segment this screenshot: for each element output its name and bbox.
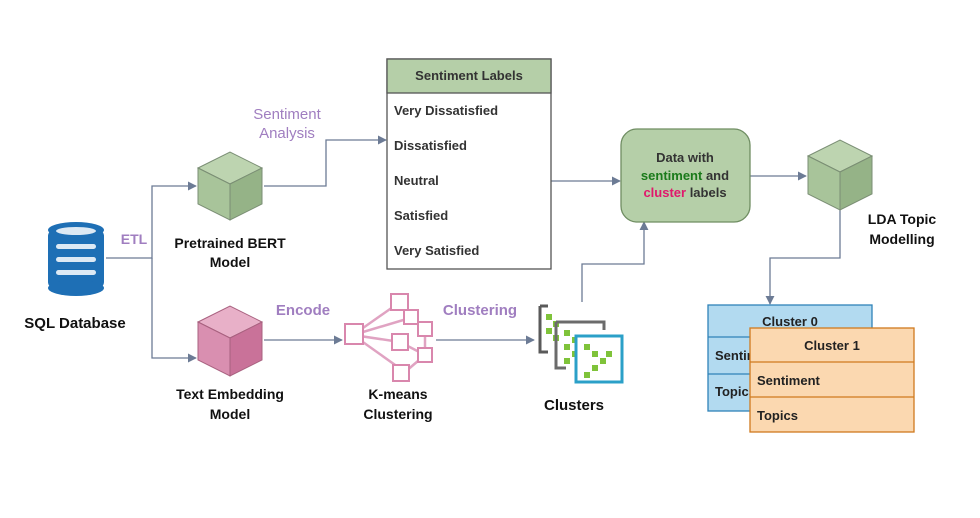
lda-label-2: Modelling	[869, 231, 934, 247]
cluster1-row-sentiment: Sentiment	[757, 373, 821, 388]
clusters-icon	[538, 304, 624, 384]
database-icon	[48, 222, 104, 296]
clustering-label: Clustering	[443, 302, 517, 319]
etl-label: ETL	[121, 231, 148, 247]
data-box-and-word: and	[702, 168, 729, 183]
cluster1-row-topics: Topics	[757, 408, 798, 423]
bert-model-label-1: Pretrained BERT	[174, 235, 286, 251]
encode-label: Encode	[276, 302, 330, 319]
embedding-cube-icon	[196, 305, 264, 377]
cluster1-header: Cluster 1	[804, 338, 860, 353]
kmeans-label-1: K-means	[368, 386, 427, 402]
sentiment-table-header: Sentiment Labels	[415, 68, 523, 83]
embedding-model-label-1: Text Embedding	[176, 386, 284, 402]
edge-db-to-bert	[106, 181, 197, 259]
sentiment-row-very-satisfied: Very Satisfied	[394, 243, 479, 258]
sentiment-row-very-dissatisfied: Very Dissatisfied	[394, 103, 498, 118]
edge-bert-to-sentiment	[264, 135, 387, 187]
kmeans-network-icon	[344, 293, 433, 382]
data-box-line3: cluster labels	[643, 185, 726, 200]
sql-database-label: SQL Database	[24, 315, 125, 332]
edge-lda-to-clustertables	[765, 210, 841, 305]
cluster1-table: Cluster 1 Sentiment Topics	[749, 327, 915, 433]
cluster0-row-topics: Topics	[715, 384, 756, 399]
sentiment-row-satisfied: Satisfied	[394, 208, 448, 223]
data-with-labels-box: Data with sentiment and cluster labels	[620, 128, 751, 223]
edge-db-to-embedding	[151, 258, 197, 363]
clusters-label: Clusters	[544, 397, 604, 414]
sentiment-analysis-label-1: Sentiment	[253, 106, 321, 123]
data-box-sentiment-word: sentiment	[641, 168, 703, 183]
lda-cube-icon	[806, 139, 874, 211]
sentiment-row-neutral: Neutral	[394, 173, 439, 188]
bert-cube-icon	[196, 151, 264, 221]
sentiment-analysis-label-2: Analysis	[259, 125, 315, 142]
data-box-line1: Data with	[656, 150, 714, 165]
sentiment-labels-table: Sentiment Labels Very Dissatisfied Dissa…	[386, 58, 552, 270]
data-box-cluster-word: cluster	[643, 185, 686, 200]
edge-clusters-to-data	[581, 221, 649, 302]
cluster0-header: Cluster 0	[762, 314, 818, 329]
data-box-line2: sentiment and	[641, 168, 729, 183]
edges	[106, 135, 841, 363]
kmeans-label-2: Clustering	[363, 406, 432, 422]
embedding-model-label-2: Model	[210, 406, 250, 422]
data-box-labels-word: labels	[686, 185, 726, 200]
lda-label-1: LDA Topic	[868, 211, 937, 227]
bert-model-label-2: Model	[210, 254, 250, 270]
sentiment-row-dissatisfied: Dissatisfied	[394, 138, 467, 153]
